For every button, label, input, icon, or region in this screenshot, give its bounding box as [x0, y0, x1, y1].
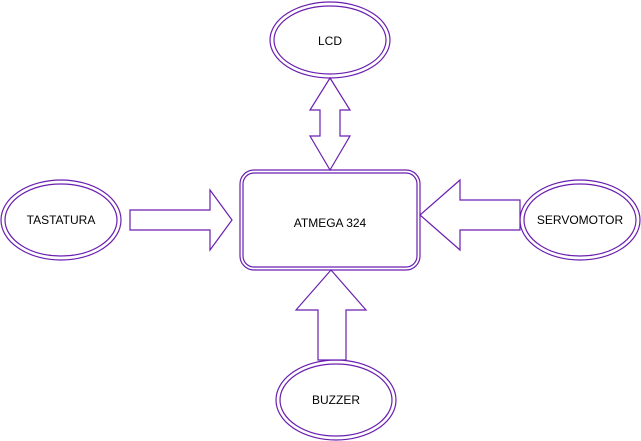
- arrow-servomotor-to-atmega: [419, 178, 521, 252]
- node-servomotor-inner: [523, 183, 637, 257]
- node-atmega-inner: [242, 172, 418, 268]
- node-lcd-label: LCD: [318, 34, 342, 48]
- node-lcd-inner: [273, 5, 387, 75]
- node-buzzer[interactable]: BUZZER: [275, 359, 397, 441]
- node-servomotor[interactable]: SERVOMOTOR: [519, 179, 641, 261]
- node-tastatura[interactable]: TASTATURA: [0, 179, 122, 261]
- node-servomotor-label: SERVOMOTOR: [537, 213, 624, 227]
- node-tastatura-inner: [4, 183, 118, 257]
- node-lcd[interactable]: LCD: [269, 1, 391, 79]
- node-atmega-label: ATMEGA 324: [294, 216, 367, 230]
- node-buzzer-label: BUZZER: [312, 393, 360, 407]
- node-atmega[interactable]: ATMEGA 324: [239, 169, 421, 271]
- node-buzzer-inner: [279, 363, 393, 437]
- node-tastatura-label: TASTATURA: [27, 213, 96, 227]
- arrow-buzzer-to-atmega: [294, 269, 368, 361]
- arrow-tastatura-to-atmega: [129, 188, 233, 252]
- arrow-lcd-atmega-bidirectional: [308, 76, 352, 172]
